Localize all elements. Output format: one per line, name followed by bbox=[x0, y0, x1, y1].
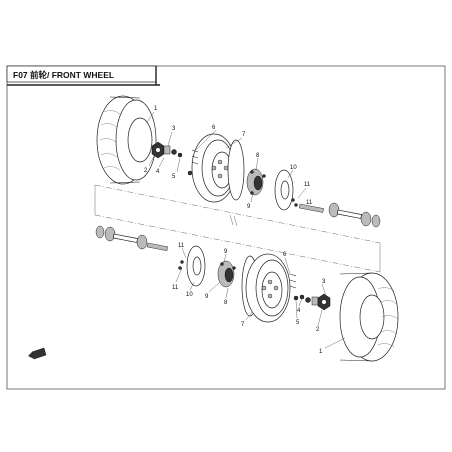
tire-lower bbox=[339, 272, 399, 362]
callout-11-lower: 11 bbox=[178, 243, 185, 249]
callout-11-upper-b: 11 bbox=[306, 200, 313, 206]
callout-3-lower: 3 bbox=[322, 279, 326, 285]
callout-labels: 1 2 3 4 5 6 7 8 9 10 11 11 11 11 10 9 9 … bbox=[144, 106, 326, 355]
callout-4-lower: 4 bbox=[297, 308, 301, 314]
callout-7-upper: 7 bbox=[242, 132, 246, 138]
callout-8-lower: 8 bbox=[224, 300, 228, 306]
hub-cap-lower bbox=[299, 293, 331, 311]
axle-centerlines bbox=[94, 184, 381, 273]
callout-5-lower: 5 bbox=[296, 320, 300, 326]
callout-10-lower: 10 bbox=[186, 292, 193, 298]
callout-3-upper: 3 bbox=[172, 126, 176, 132]
callout-1-upper: 1 bbox=[154, 106, 158, 112]
callout-6-upper: 6 bbox=[212, 125, 216, 131]
brake-disc-lower bbox=[178, 245, 206, 287]
callout-11-upper: 11 bbox=[304, 182, 311, 188]
drive-shaft-lower bbox=[95, 225, 168, 252]
callout-9-lower-b: 9 bbox=[205, 294, 209, 300]
callout-9-lower: 9 bbox=[224, 249, 228, 255]
drive-shaft-upper bbox=[298, 202, 381, 228]
callout-8-upper: 8 bbox=[256, 153, 260, 159]
diagram-title: F07 前轮/ FRONT WHEEL bbox=[13, 70, 114, 80]
wheel-hub-lower bbox=[217, 260, 236, 288]
callout-10-upper: 10 bbox=[290, 165, 297, 171]
hub-cap-upper bbox=[151, 141, 183, 159]
front-direction-icon bbox=[28, 347, 47, 360]
callout-2-lower: 2 bbox=[316, 327, 320, 333]
callout-5-upper: 5 bbox=[172, 174, 176, 180]
brake-disc-upper bbox=[274, 169, 298, 211]
callout-6-lower: 6 bbox=[283, 252, 287, 258]
wheel-rim-lower bbox=[241, 253, 291, 323]
callout-7-lower: 7 bbox=[241, 322, 245, 328]
callout-1-lower: 1 bbox=[319, 349, 323, 355]
title-box: F07 前轮/ FRONT WHEEL bbox=[6, 65, 160, 86]
wheel-rim-upper bbox=[191, 133, 245, 203]
callout-9-upper: 9 bbox=[247, 204, 251, 210]
callout-2-upper: 2 bbox=[144, 168, 148, 174]
studs-lower bbox=[289, 273, 299, 301]
callout-11-lower-b: 11 bbox=[172, 285, 179, 291]
studs-upper bbox=[187, 149, 199, 176]
leader-lines bbox=[146, 111, 346, 349]
wheel-hub-upper bbox=[246, 168, 266, 196]
tire-upper bbox=[96, 95, 157, 185]
callout-4-upper: 4 bbox=[156, 169, 160, 175]
